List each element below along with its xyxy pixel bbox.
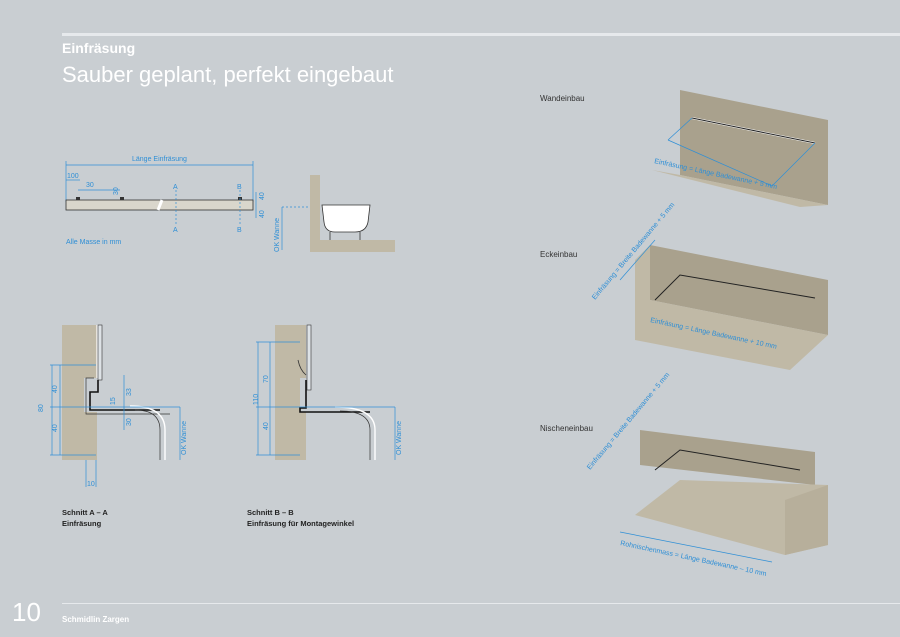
plan-mark-a-bottom: A — [173, 227, 178, 234]
plan-mark-b-top: B — [237, 184, 242, 191]
section-b-subtitle: Einfräsung für Montagewinkel — [247, 519, 355, 528]
bottom-rule — [62, 603, 900, 604]
section-a-dim-80: 80 — [38, 404, 45, 412]
brand-name: Schmidlin Zargen — [62, 615, 130, 624]
section-a-caption: Schnitt A – A Einfräsung — [62, 507, 108, 529]
section-b-dim-110: 110 — [253, 394, 260, 405]
plan-mark-a-top: A — [173, 184, 178, 191]
section-b-ok-wanne: OK Wanne — [396, 421, 403, 455]
plan-length-label: Länge Einfräsung — [132, 156, 187, 163]
corner-install-drawing: Einfräsung = Breite Badewanne + 5 mm Ein… — [591, 202, 828, 370]
niche-install-drawing: Einfräsung = Breite Badewanne + 5 mm Roh… — [586, 372, 828, 578]
section-a-dim-33: 33 — [126, 388, 133, 396]
section-a-dim-40a: 40 — [52, 385, 59, 393]
corner-install-title: Eckeinbau — [540, 250, 578, 259]
section-a-subtitle: Einfräsung — [62, 519, 102, 528]
plan-ok-wanne: OK Wanne — [274, 218, 281, 252]
plan-view: Länge Einfräsung 100 30 30 A B A B 40 40… — [65, 156, 395, 252]
wall-install-drawing: Einfräsung = Länge Badewanne + 5 mm — [652, 90, 828, 207]
plan-dim-40b: 40 — [259, 210, 266, 218]
plan-mark-b-bottom: B — [237, 227, 242, 234]
plan-note: Alle Masse in mm — [66, 239, 121, 246]
section-b-dim-40: 40 — [263, 422, 270, 430]
section-a-dim-10: 10 — [87, 481, 95, 488]
section-a-dim-15: 15 — [110, 397, 117, 405]
section-a-title: Schnitt A – A — [62, 508, 108, 517]
niche-install-dim-length: Rohnischenmass = Länge Badewanne – 10 mm — [620, 540, 768, 578]
page-title: Sauber geplant, perfekt eingebaut — [62, 62, 394, 87]
top-rule — [62, 33, 900, 36]
page-number: 10 — [12, 597, 41, 627]
plan-dim-100: 100 — [67, 173, 79, 180]
section-a-dim-30: 30 — [126, 418, 133, 426]
section-b-caption: Schnitt B – B Einfräsung für Montagewink… — [247, 507, 354, 529]
wall-install-title: Wandeinbau — [540, 94, 585, 103]
plan-dim-30b: 30 — [113, 187, 120, 195]
section-a-drawing: 80 40 40 33 15 30 10 OK Wanne — [38, 324, 188, 488]
section-b-title: Schnitt B – B — [247, 508, 294, 517]
section-b-drawing: 110 70 40 OK Wanne — [253, 324, 403, 460]
section-label: Einfräsung — [62, 40, 136, 56]
section-b-dim-70: 70 — [263, 375, 270, 383]
section-a-dim-40b: 40 — [52, 424, 59, 432]
plan-dim-40a: 40 — [259, 192, 266, 200]
section-a-ok-wanne: OK Wanne — [181, 421, 188, 455]
niche-install-title: Nischeneinbau — [540, 424, 593, 433]
plan-dim-30a: 30 — [86, 182, 94, 189]
